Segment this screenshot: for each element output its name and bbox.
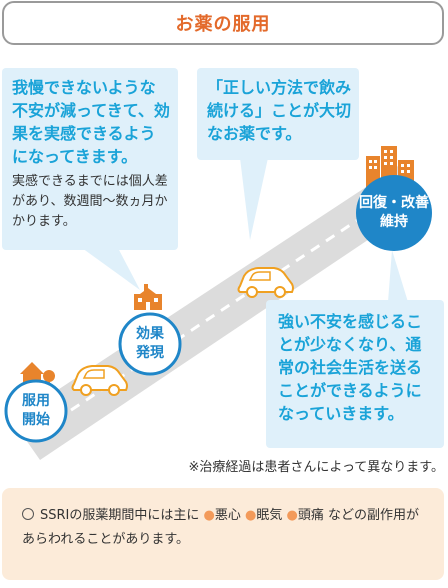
side-effect-info: SSRIの服薬期間中には主に ●悪心 ●眠気 ●頭痛 などの副作用があらわれるこ… [2,488,444,580]
info-prefix: SSRIの服薬期間中には主に [40,508,200,523]
bubble-recovery-main: 強い不安を感じることが少なくなり、通常の社会生活を送ることができるようになってい… [278,312,423,423]
bullet-dot-icon: ● [245,508,257,523]
stage-start-circle [4,379,68,443]
bubble-right-tail [388,250,408,302]
road-center-line [25,184,410,442]
info-suffix: などの副作用があらわれることがあります。 [22,508,420,547]
side-effect-item: 悪心 [214,508,241,523]
stage-effect-label: 効果 発現 [136,326,164,361]
stage-start-label: 服用 開始 [22,393,50,428]
bubble-effect-sub: 実感できるまでには個人差があり、数週間〜数ヵ月かかります。 [12,174,168,229]
stage-recovery-label: 回復・改善 維持 [359,195,429,230]
bubble-middle-tail [240,158,268,240]
car-icon [71,365,128,396]
page-title: お薬の服用 [175,14,271,35]
bubble-effect: 我慢できないような不安が減ってきて、効果を実感できるようになってきます。 実感で… [2,68,178,250]
bubble-continue-main: 「正しい方法で飲み続ける」ことが大切なお薬です。 [207,78,352,143]
car-icon [237,267,294,298]
bubble-recovery: 強い不安を感じることが少なくなり、通常の社会生活を送ることができるようになってい… [266,300,444,448]
bubble-left-tail [82,248,140,290]
treatment-note: ※治療経過は患者さんによって異なります。 [188,460,444,475]
stage-recovery-circle [356,175,432,251]
bullet-dot-icon: ● [203,508,215,523]
circle-bullet-icon [22,508,34,520]
bubble-effect-main: 我慢できないような不安が減ってきて、効果を実感できるようになってきます。 [12,78,170,166]
stage-effect-circle [118,312,182,376]
bullet-dot-icon: ● [286,508,298,523]
school-icon [134,284,162,310]
bubble-continue: 「正しい方法で飲み続ける」ことが大切なお薬です。 [197,68,359,160]
title-box: お薬の服用 [2,1,444,45]
side-effect-item: 眠気 [256,508,283,523]
side-effect-item: 頭痛 [297,508,324,523]
